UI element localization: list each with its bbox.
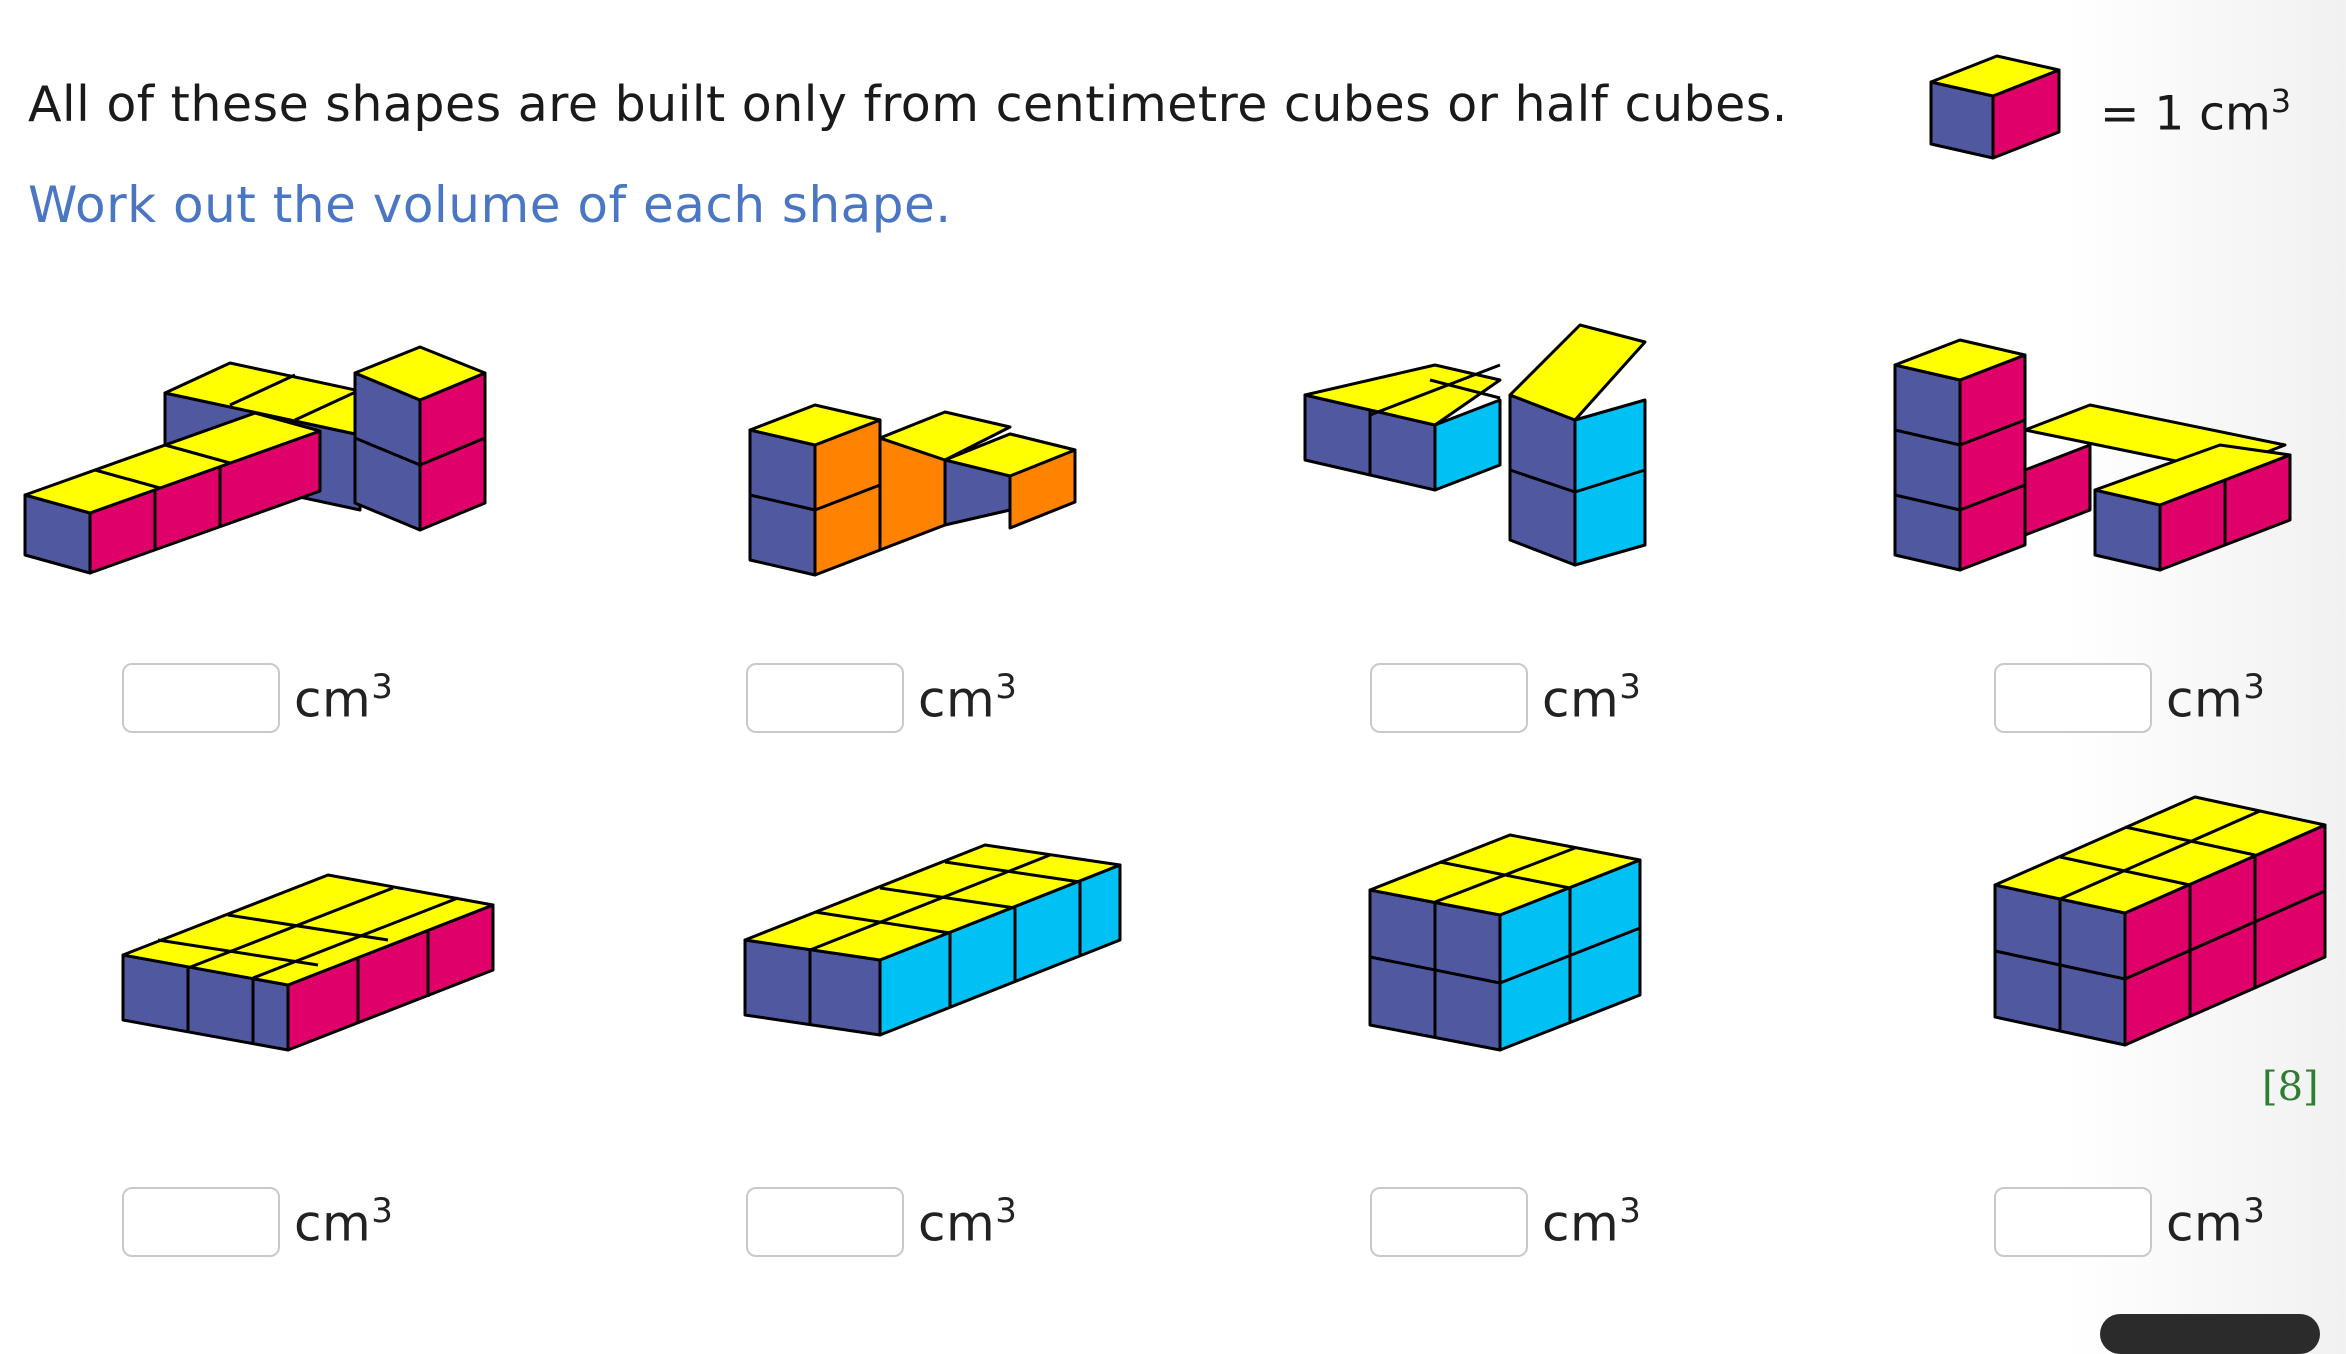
key-equals: = 1 cm — [2100, 86, 2271, 142]
answer-row-5: cm3 — [122, 1186, 393, 1258]
unit-label-4: cm3 — [2166, 667, 2266, 729]
answer-row-7: cm3 — [1370, 1186, 1641, 1258]
answer-row-1: cm3 — [122, 662, 393, 734]
answer-row-6: cm3 — [746, 1186, 1017, 1258]
shape-6 — [743, 843, 1122, 1037]
cube-key-icon — [1929, 54, 2061, 160]
shape-8 — [1993, 795, 2327, 1047]
shape-3 — [1303, 323, 1647, 567]
unit-label-1: cm3 — [294, 667, 394, 729]
unit-label-2: cm3 — [918, 667, 1018, 729]
answer-row-8: cm3 — [1994, 1186, 2265, 1258]
subinstruction-text: Work out the volume of each shape. — [28, 176, 952, 234]
key-exponent: 3 — [2270, 82, 2292, 120]
unit-label-6: cm3 — [918, 1191, 1018, 1253]
shape-7 — [1368, 833, 1642, 1052]
unit-label-7: cm3 — [1542, 1191, 1642, 1253]
marks-label: [8] — [2262, 1064, 2319, 1110]
shape-2 — [748, 403, 1077, 577]
shape-5 — [121, 873, 495, 1052]
answer-input-3[interactable] — [1370, 663, 1528, 733]
answer-input-2[interactable] — [746, 663, 904, 733]
answer-input-8[interactable] — [1994, 1187, 2152, 1257]
answer-row-3: cm3 — [1370, 662, 1641, 734]
answer-input-7[interactable] — [1370, 1187, 1528, 1257]
answer-input-6[interactable] — [746, 1187, 904, 1257]
unit-label-5: cm3 — [294, 1191, 394, 1253]
answer-row-4: cm3 — [1994, 662, 2265, 734]
answer-input-4[interactable] — [1994, 663, 2152, 733]
key-equation: = 1 cm3 — [2100, 82, 2291, 142]
answer-input-1[interactable] — [122, 663, 280, 733]
unit-label-8: cm3 — [2166, 1191, 2266, 1253]
answer-row-2: cm3 — [746, 662, 1017, 734]
shape-4 — [1893, 338, 2292, 572]
shape-1 — [23, 345, 487, 575]
instruction-text: All of these shapes are built only from … — [28, 76, 1788, 133]
answer-input-5[interactable] — [122, 1187, 280, 1257]
unit-label-3: cm3 — [1542, 667, 1642, 729]
submit-button[interactable] — [2100, 1314, 2320, 1354]
